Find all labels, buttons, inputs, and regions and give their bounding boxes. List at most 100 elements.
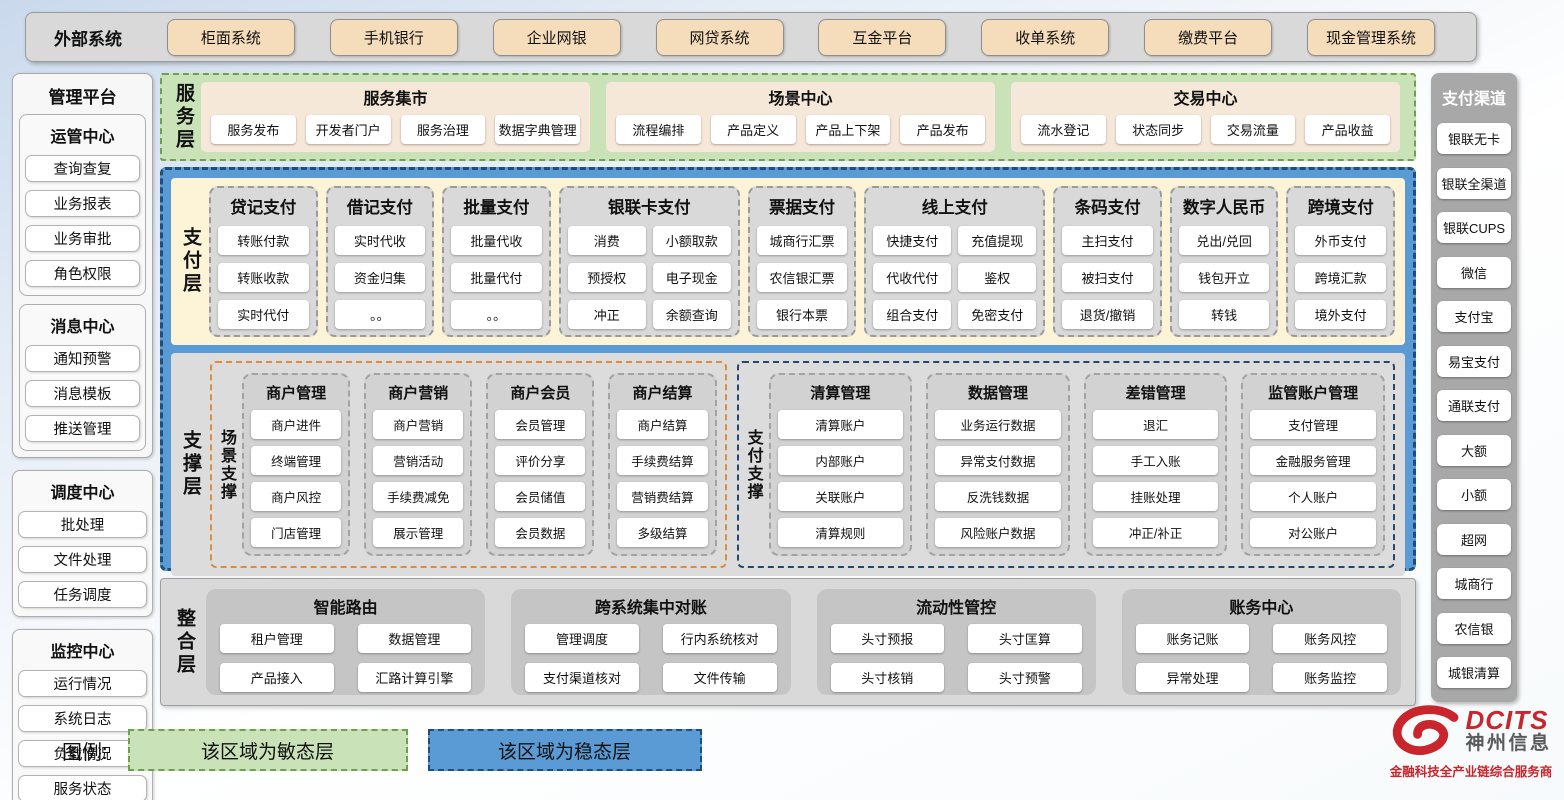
service-item-box: 状态同步 — [1115, 115, 1201, 144]
support-item-box: 商户结算 — [617, 410, 708, 439]
support-item-box: 挂账处理 — [1092, 482, 1219, 511]
service-item-box: 产品收益 — [1305, 115, 1390, 144]
payment-item-box: 充值提现 — [958, 226, 1037, 255]
integration-item-box: 数据管理 — [357, 624, 472, 653]
payment-item-box: 被扫支付 — [1062, 263, 1153, 292]
payment-category-title: 票据支付 — [768, 199, 835, 217]
dcits-logo: DCITS 神州信息 金融科技全产业链综合服务商 — [1378, 704, 1564, 780]
payment-category-title: 银联卡支付 — [607, 199, 691, 217]
payment-item-box: 免密支付 — [958, 300, 1037, 329]
integration-item-box: 头寸预报 — [830, 624, 945, 653]
payment-item-row: 消费小额取款 — [567, 226, 731, 255]
service-group-title: 场景中心 — [768, 91, 833, 108]
external-system-box: 互金平台 — [818, 18, 947, 56]
logo-company: 神州信息 — [1465, 733, 1552, 755]
service-group-title: 交易中心 — [1173, 91, 1238, 108]
payment-item-box: 银行本票 — [756, 300, 848, 329]
payment-channel-box: 支付宝 — [1437, 301, 1511, 332]
payment-item-box: 境外支付 — [1295, 300, 1386, 329]
management-section-dispatch: 调度中心批处理文件处理任务调度 — [12, 470, 153, 617]
support-item-box: 多级结算 — [617, 518, 708, 547]
integration-item-box: 文件传输 — [662, 663, 777, 692]
payment-category-title: 批量支付 — [463, 199, 530, 217]
dcits-logo-row: DCITS 神州信息 — [1378, 704, 1564, 758]
logo-brand: DCITS — [1465, 705, 1549, 736]
integration-item-box: 账务风控 — [1273, 624, 1387, 653]
payment-layer-categories: 贷记支付转账付款转账收款实时代付借记支付实时代收资金归集。。批量支付批量代收批量… — [209, 186, 1395, 337]
payment-item-row: 代收代付鉴权 — [873, 263, 1037, 292]
external-systems-list: 柜面系统手机银行企业网银网贷系统互金平台收单系统缴费平台现金管理系统 — [132, 18, 1470, 56]
external-systems-bar: 外部系统 柜面系统手机银行企业网银网贷系统互金平台收单系统缴费平台现金管理系统 — [25, 12, 1477, 62]
support-item-box: 冲正/补正 — [1092, 518, 1219, 547]
management-platform-panel: 管理平台 运管中心查询查复业务报表业务审批角色权限 消息中心通知预警消息模板推送… — [12, 73, 153, 458]
integration-item-box: 头寸匡算 — [968, 624, 1082, 653]
support-item-box: 清算账户 — [777, 410, 904, 439]
support-category: 商户营销商户营销营销活动手续费减免展示管理 — [364, 373, 473, 556]
integration-item-box: 管理调度 — [525, 624, 639, 653]
payment-category: 跨境支付外币支付跨境汇款境外支付 — [1286, 186, 1395, 337]
payment-channel-box: 银联无卡 — [1437, 123, 1511, 154]
payment-layer: 支付层 贷记支付转账付款转账收款实时代付借记支付实时代收资金归集。。批量支付批量… — [171, 178, 1405, 345]
payment-item-row: 快捷支付充值提现 — [873, 226, 1037, 255]
payment-item-box: 外币支付 — [1295, 226, 1386, 255]
payment-item-box: 。。 — [334, 300, 426, 329]
support-category-title: 商户会员 — [510, 385, 571, 402]
payment-item-box: 实时代付 — [218, 300, 309, 329]
support-item-box: 商户营销 — [373, 410, 464, 439]
management-platform-sidebar: 管理平台 运管中心查询查复业务报表业务审批角色权限 消息中心通知预警消息模板推送… — [12, 73, 153, 800]
payment-item-box: 代收代付 — [873, 263, 952, 292]
payment-support-label: 支付支撑 — [744, 428, 762, 501]
service-layer: 服务层 服务集市服务发布开发者门户服务治理数据字典管理场景中心流程编排产品定义产… — [160, 73, 1416, 161]
integration-group-title: 账务中心 — [1229, 600, 1294, 617]
support-item-box: 关联账户 — [777, 482, 904, 511]
payment-category: 批量支付批量代收批量代付。。 — [442, 186, 551, 337]
payment-channel-box: 微信 — [1437, 256, 1511, 288]
support-item-box: 反洗钱数据 — [935, 482, 1061, 511]
payment-item-box: 转账付款 — [218, 226, 309, 255]
integration-item-box: 产品接入 — [220, 663, 334, 692]
support-item-box: 展示管理 — [373, 518, 464, 547]
integration-group: 跨系统集中对账管理调度行内系统核对支付渠道核对文件传输 — [511, 589, 791, 695]
payment-item-box: 冲正 — [567, 300, 646, 329]
management-item-box: 运行情况 — [18, 670, 147, 697]
support-item-box: 清算规则 — [777, 518, 904, 547]
support-item-box: 对公账户 — [1250, 518, 1376, 547]
management-item-box: 业务报表 — [25, 190, 140, 217]
legend-agile-layer-box: 该区域为敏态层 — [127, 729, 408, 771]
service-group: 场景中心流程编排产品定义产品上下架产品发布 — [606, 82, 995, 152]
support-item-box: 评价分享 — [495, 446, 586, 475]
payment-channel-box: 城银清算 — [1437, 657, 1511, 688]
scene-support-label: 场景支撑 — [218, 428, 235, 501]
integration-group: 账务中心账务记账账务风控异常处理账务监控 — [1121, 589, 1401, 695]
support-layer-label: 支撑层 — [180, 430, 201, 499]
payment-channel-box: 超网 — [1437, 523, 1511, 555]
management-item-box: 负载情况 — [18, 740, 147, 767]
dcits-swirl-icon — [1393, 705, 1459, 756]
integration-group-items: 租户管理数据管理产品接入汇路计算引擎 — [220, 624, 472, 692]
payment-layer-label: 支付层 — [180, 227, 201, 296]
integration-layer-label: 整合层 — [174, 607, 195, 677]
payment-item-box: 批量代收 — [451, 226, 542, 255]
payment-item-box: 小额取款 — [652, 226, 731, 255]
support-item-box: 会员管理 — [495, 410, 586, 439]
service-group-items: 流水登记状态同步交易流量产品收益 — [1021, 114, 1390, 145]
support-item-box: 终端管理 — [251, 446, 342, 475]
management-platform-title: 管理平台 — [48, 88, 117, 107]
payment-channel-box: 通联支付 — [1437, 390, 1511, 421]
support-category: 清算管理清算账户内部账户关联账户清算规则 — [768, 373, 913, 556]
service-layer-groups: 服务集市服务发布开发者门户服务治理数据字典管理场景中心流程编排产品定义产品上下架… — [193, 75, 1408, 159]
integration-item-box: 头寸预警 — [968, 663, 1082, 692]
support-category-title: 商户营销 — [388, 385, 449, 402]
management-section-title: 监控中心 — [50, 644, 115, 661]
legend: 图例: 该区域为敏态层 该区域为稳态层 — [62, 729, 702, 771]
support-item-box: 内部账户 — [777, 446, 904, 475]
support-item-box: 支付管理 — [1250, 410, 1376, 439]
service-item-box: 交易流量 — [1210, 115, 1296, 144]
payment-item-box: 余额查询 — [652, 300, 731, 329]
integration-item-box: 汇路计算引擎 — [357, 663, 472, 692]
service-item-box: 产品上下架 — [805, 115, 891, 144]
payment-category-title: 线上支付 — [921, 199, 988, 217]
service-item-box: 数据字典管理 — [495, 115, 580, 144]
support-category-title: 监管账户管理 — [1268, 385, 1359, 402]
support-category-title: 商户结算 — [632, 385, 693, 402]
